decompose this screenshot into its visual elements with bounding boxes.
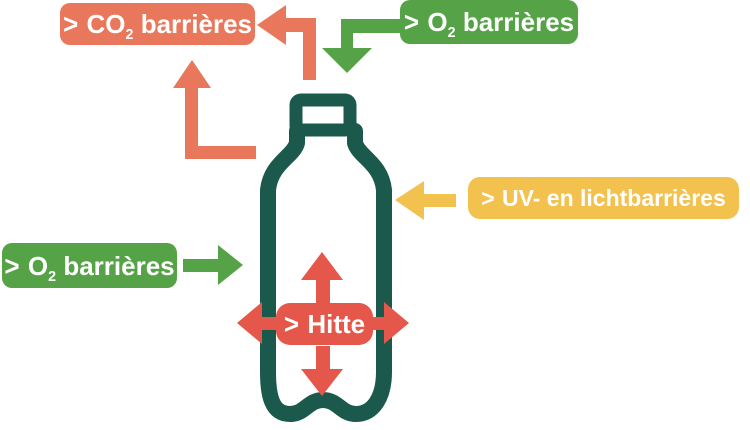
uv-light-barrier-label: > UV- en lichtbarrières (468, 177, 739, 219)
heat-arrow-down-icon (301, 346, 343, 396)
co2-subscript: 2 (125, 27, 134, 44)
bottle-cap-icon (289, 93, 357, 137)
o2-subscript: 2 (48, 268, 57, 285)
uv-arrow-left-icon (395, 181, 456, 220)
chevron-icon: > (481, 183, 495, 212)
o2-subscript: 2 (447, 25, 456, 42)
bottle-icon (260, 93, 392, 422)
heat-arrows-icon (237, 252, 409, 396)
chevron-icon: > (403, 6, 420, 38)
chevron-icon: > (62, 8, 79, 40)
co2-elbow-arrow-left-icon (257, 5, 316, 80)
uv-light-barrier-text: UV- en lichtbarrières (502, 184, 726, 211)
heat-arrow-right-icon (368, 302, 409, 344)
heat-arrow-up-icon (301, 252, 343, 303)
bottle-body-icon (260, 123, 392, 422)
chevron-icon: > (4, 249, 20, 282)
heat-text: Hitte (307, 309, 366, 339)
o2-arrow-right-icon (183, 245, 243, 285)
chevron-icon: > (283, 308, 300, 340)
co2-elbow-arrow-up-icon (173, 60, 256, 159)
heat-arrow-left-icon (237, 302, 278, 344)
o2-elbow-arrow-down-icon (322, 19, 400, 73)
heat-label: > Hitte (276, 303, 373, 345)
